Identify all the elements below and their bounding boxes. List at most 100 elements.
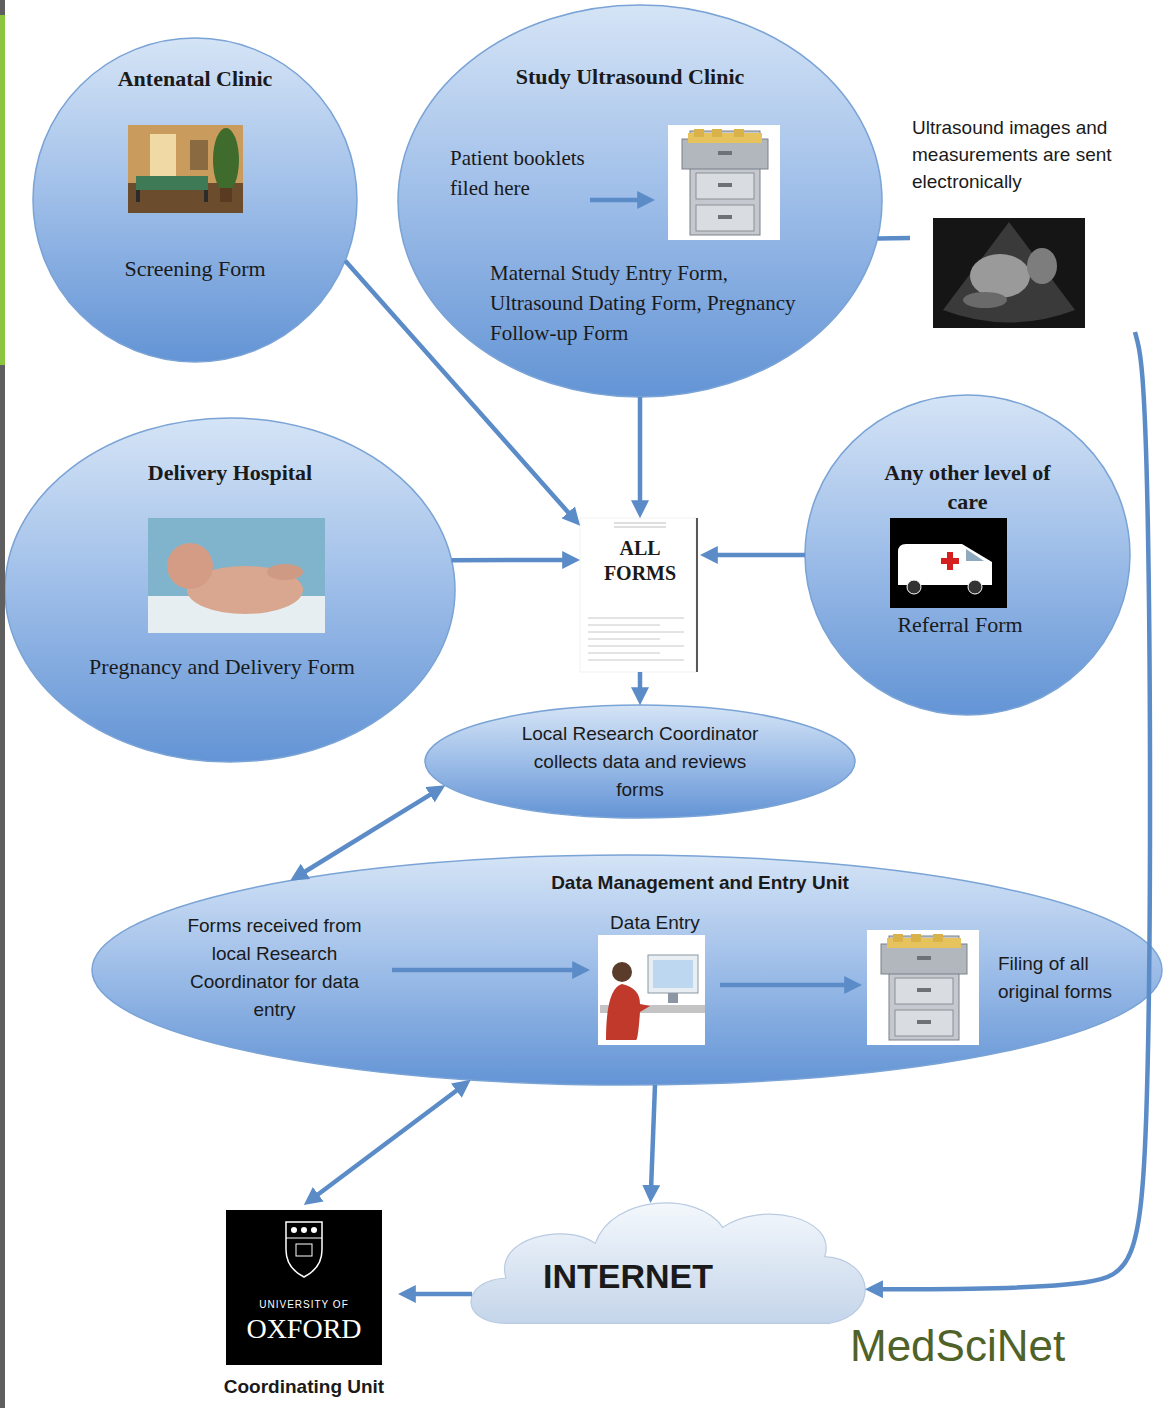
flow-arrow (310, 1084, 465, 1201)
oxford-logo (286, 1222, 322, 1277)
text-slot: UNIVERSITY OF (226, 1299, 382, 1311)
text-slot: Ultrasound images and measurements are s… (912, 114, 1158, 195)
coordinator-ellipse-outline (425, 705, 855, 818)
flow-arrow (720, 983, 855, 988)
filing-arrow (590, 198, 648, 203)
ultrasound-image (1027, 248, 1057, 284)
text-slot: Screening Form (65, 256, 325, 282)
page-edge-strip (0, 15, 5, 365)
filing-cabinet-icon (668, 125, 780, 240)
waiting-room-photo (190, 140, 208, 170)
ambulance-icon (907, 580, 921, 594)
ambulance-icon (941, 558, 959, 564)
text-slot: Data Entry (590, 912, 720, 935)
text-slot: OXFORD (226, 1313, 382, 1345)
data-entry-photo (612, 962, 632, 982)
process-text: Data Entry (590, 912, 720, 935)
care-circle-outline (805, 395, 1130, 715)
text-slot: Patient booklets filed here (450, 143, 628, 203)
text-slot: ALL FORMS (595, 536, 685, 586)
form-name: Referral Form (860, 612, 1060, 638)
page-edge-strip (0, 0, 5, 1408)
text-slot: Study Ultrasound Clinic (470, 64, 790, 90)
note-text: Patient booklets filed here (450, 143, 628, 203)
circle-heading: Study Ultrasound Clinic (470, 64, 790, 90)
flow-arrow (296, 789, 439, 877)
ultrasound-image (933, 218, 1085, 328)
forms-document-outline (580, 518, 696, 672)
unit-label: Coordinating Unit (210, 1376, 398, 1399)
text-slot: Any other level of care (880, 458, 1055, 516)
ultrasound-image (963, 292, 1007, 308)
text-slot: Pregnancy and Delivery Form (42, 654, 402, 680)
cloud-label: INTERNET (518, 1256, 738, 1296)
flow-arrow (872, 332, 1150, 1289)
circle-heading: Any other level of care (880, 458, 1055, 516)
text-slot: Referral Form (860, 612, 1060, 638)
forms-document-outline (588, 639, 660, 640)
oxford-logo (226, 1210, 382, 1365)
data-entry-photo (606, 984, 650, 1040)
data-entry-photo (598, 935, 705, 1045)
flow-arrow (392, 968, 583, 973)
unit-heading: Data Management and Entry Unit (470, 872, 930, 895)
document-label: ALL FORMS (595, 536, 685, 586)
data-entry-photo (648, 955, 698, 993)
text-slot: Local Research Coordinator collects data… (509, 720, 771, 804)
forms-document-outline (588, 625, 660, 626)
newborn-photo (148, 518, 325, 633)
ambulance-icon (890, 518, 1007, 608)
text-slot: Delivery Hospital (80, 460, 380, 486)
newborn-photo (148, 518, 325, 633)
logo-text: OXFORD (226, 1313, 382, 1345)
filing-cabinet-icon (867, 930, 979, 1045)
forms-document-outline (614, 527, 666, 528)
internet-cloud: INTERNET (455, 1190, 880, 1350)
ambulance-icon (966, 549, 984, 561)
waiting-room-photo (128, 125, 243, 213)
coordinator-ellipse: Local Research Coordinator collects data… (425, 705, 855, 818)
flow-arrow (638, 672, 643, 698)
filing-cabinet-icon (867, 930, 979, 1045)
clinic-circle-outline (398, 5, 882, 397)
form-name: Pregnancy and Delivery Form (42, 654, 402, 680)
form-name: Maternal Study Entry Form, Ultrasound Da… (490, 258, 812, 348)
text-slot: Forms received from local Research Coord… (167, 912, 382, 1024)
forms-document: ALL FORMS (580, 518, 700, 672)
flow-arrow (707, 553, 805, 558)
newborn-photo (267, 564, 303, 580)
data-entry-photo (598, 935, 705, 1045)
oxford-logo (311, 1227, 317, 1233)
flow-arrow (878, 236, 910, 241)
flow-arrow (651, 1085, 655, 1196)
form-name: Screening Form (65, 256, 325, 282)
data-entry-photo (653, 960, 693, 988)
waiting-room-photo (136, 190, 140, 202)
ambulance-icon (968, 580, 982, 594)
forms-document-outline (588, 660, 684, 661)
circle-heading: Antenatal Clinic (65, 66, 325, 92)
ultrasound-image (933, 218, 1085, 328)
oxford-logo (286, 1238, 322, 1239)
unit-ellipse-outline (92, 855, 1162, 1085)
text-slot: Maternal Study Entry Form, Ultrasound Da… (490, 258, 812, 348)
connector-group (296, 238, 1150, 1294)
ultrasound-image (970, 254, 1030, 298)
forms-document-outline (614, 523, 666, 524)
forms-document-outline (588, 618, 684, 619)
waiting-room-photo (204, 190, 208, 202)
flow-arrow (638, 397, 643, 511)
watermark-label: MedSciNet (850, 1320, 1065, 1373)
logo-text: UNIVERSITY OF (226, 1299, 382, 1311)
label-slot: MedSciNet (850, 1320, 1065, 1373)
forms-document-outline (588, 632, 684, 633)
text-slot: Coordinating Unit (210, 1376, 398, 1399)
oxford-logo (291, 1227, 297, 1233)
flow-arrow (345, 261, 575, 521)
process-text: Forms received from local Research Coord… (167, 912, 382, 1024)
process-text: Local Research Coordinator collects data… (509, 720, 771, 804)
waiting-room-photo (220, 188, 232, 202)
waiting-room-photo (128, 125, 243, 213)
